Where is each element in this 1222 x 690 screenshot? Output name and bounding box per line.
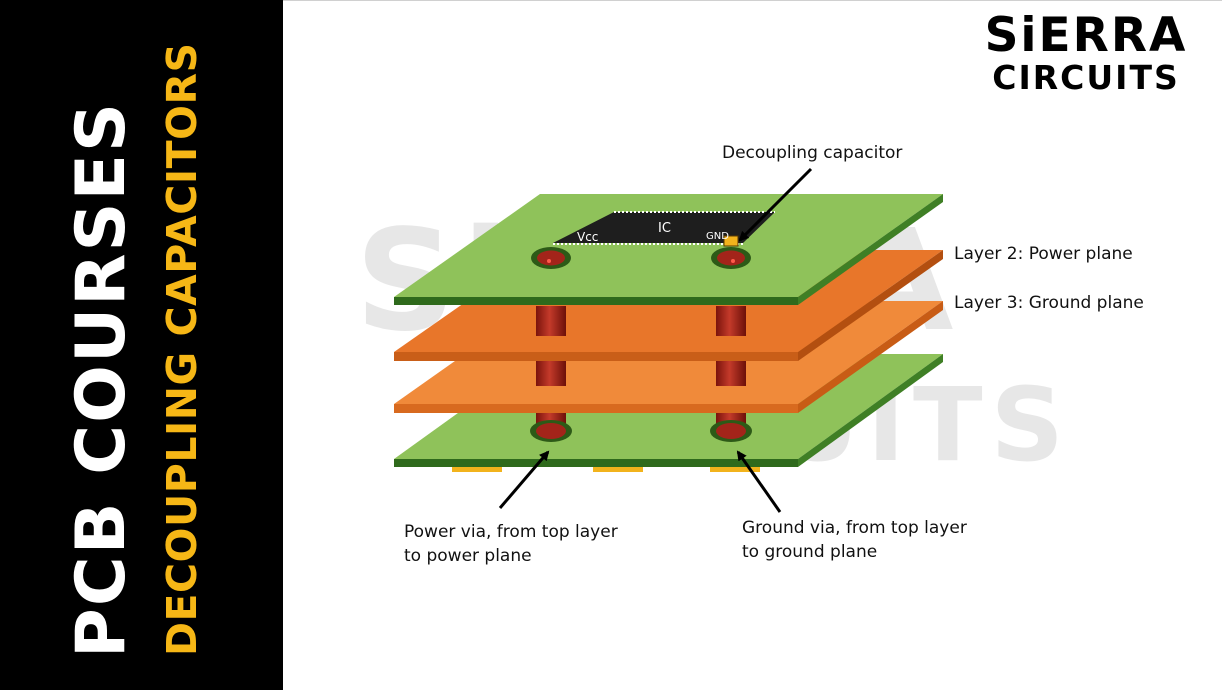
top-via-pads <box>531 247 751 269</box>
ic-label: IC <box>658 221 671 236</box>
ground-via-label: Ground via, from top layer to ground pla… <box>742 516 967 564</box>
decoupling-capacitor-label: Decoupling capacitor <box>722 141 902 165</box>
middle-vias <box>536 360 746 386</box>
layer2-text: Layer 2: Power plane <box>954 244 1133 264</box>
pcb-stackup-diagram <box>394 167 943 513</box>
top-layer <box>394 194 943 305</box>
top-divider <box>283 0 1222 1</box>
decoupling-capacitor-text: Decoupling capacitor <box>722 143 903 163</box>
decoupling-capacitor <box>723 235 739 247</box>
layer2-label: Layer 2: Power plane <box>954 242 1133 266</box>
course-subtitle: DECOUPLING CAPACITORS <box>158 42 206 656</box>
sidebar-banner: PCB COURSES DECOUPLING CAPACITORS <box>0 0 283 690</box>
course-title: PCB COURSES <box>62 101 141 658</box>
layer3-label: Layer 3: Ground plane <box>954 291 1144 315</box>
vcc-label: Vcc <box>577 230 599 244</box>
power-via-line2: to power plane <box>404 546 532 566</box>
ic-chip <box>553 211 775 245</box>
power-via-label: Power via, from top layer to power plane <box>404 520 618 568</box>
logo-sierra-text: SiERRA <box>984 8 1188 63</box>
layer3-text: Layer 3: Ground plane <box>954 293 1144 313</box>
ground-via-line2: to ground plane <box>742 542 878 562</box>
bottom-pads <box>452 463 760 472</box>
sierra-circuits-logo: SiERRA CIRCUITS <box>958 12 1214 94</box>
ground-via-line1: Ground via, from top layer <box>742 518 967 538</box>
power-via-line1: Power via, from top layer <box>404 522 618 542</box>
logo-circuits-text: CIRCUITS <box>992 58 1180 97</box>
gnd-label: GND <box>706 231 729 242</box>
upper-vias <box>536 306 746 336</box>
callout-arrows <box>498 167 813 513</box>
